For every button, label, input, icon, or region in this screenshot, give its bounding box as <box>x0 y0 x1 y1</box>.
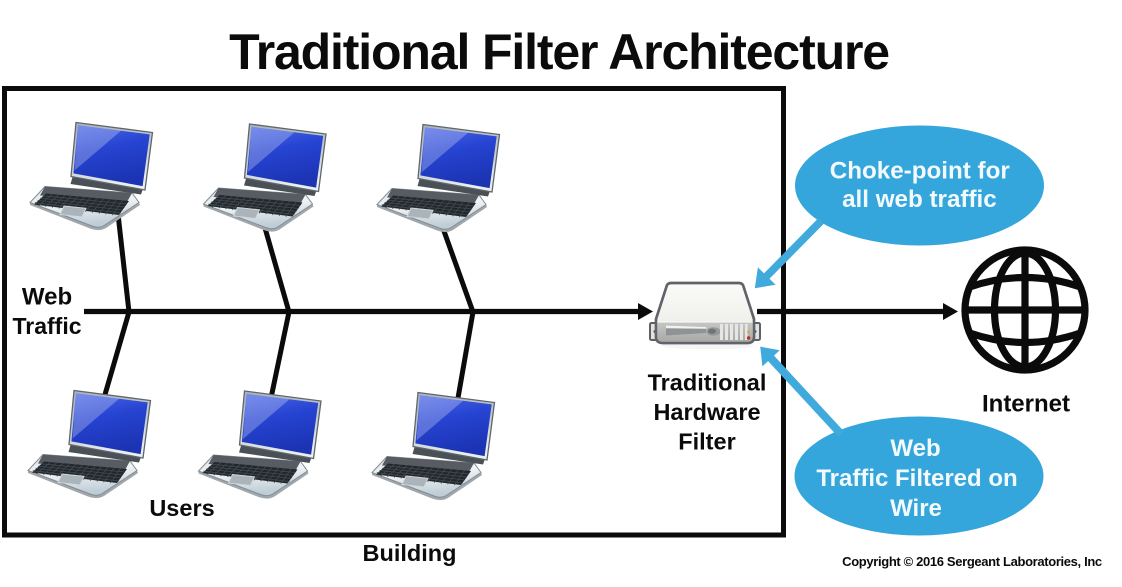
svg-text:Traffic Filtered on: Traffic Filtered on <box>816 465 1017 492</box>
svg-text:Traffic: Traffic <box>12 313 81 339</box>
svg-text:Filter: Filter <box>678 429 735 455</box>
svg-text:Building: Building <box>363 540 457 566</box>
svg-text:Web: Web <box>22 284 72 311</box>
svg-text:Hardware: Hardware <box>653 399 760 425</box>
svg-text:Internet: Internet <box>982 391 1070 418</box>
svg-text:Traditional Filter Architectur: Traditional Filter Architecture <box>229 24 889 80</box>
svg-text:Web: Web <box>890 435 940 462</box>
svg-text:Users: Users <box>149 495 214 521</box>
svg-text:Traditional: Traditional <box>648 370 767 396</box>
svg-text:Copyright © 2016 Sergeant Labo: Copyright © 2016 Sergeant Laboratories, … <box>842 554 1102 569</box>
svg-text:all web traffic: all web traffic <box>842 186 997 213</box>
svg-text:Choke-point for: Choke-point for <box>830 158 1011 185</box>
svg-text:Wire: Wire <box>890 495 942 522</box>
